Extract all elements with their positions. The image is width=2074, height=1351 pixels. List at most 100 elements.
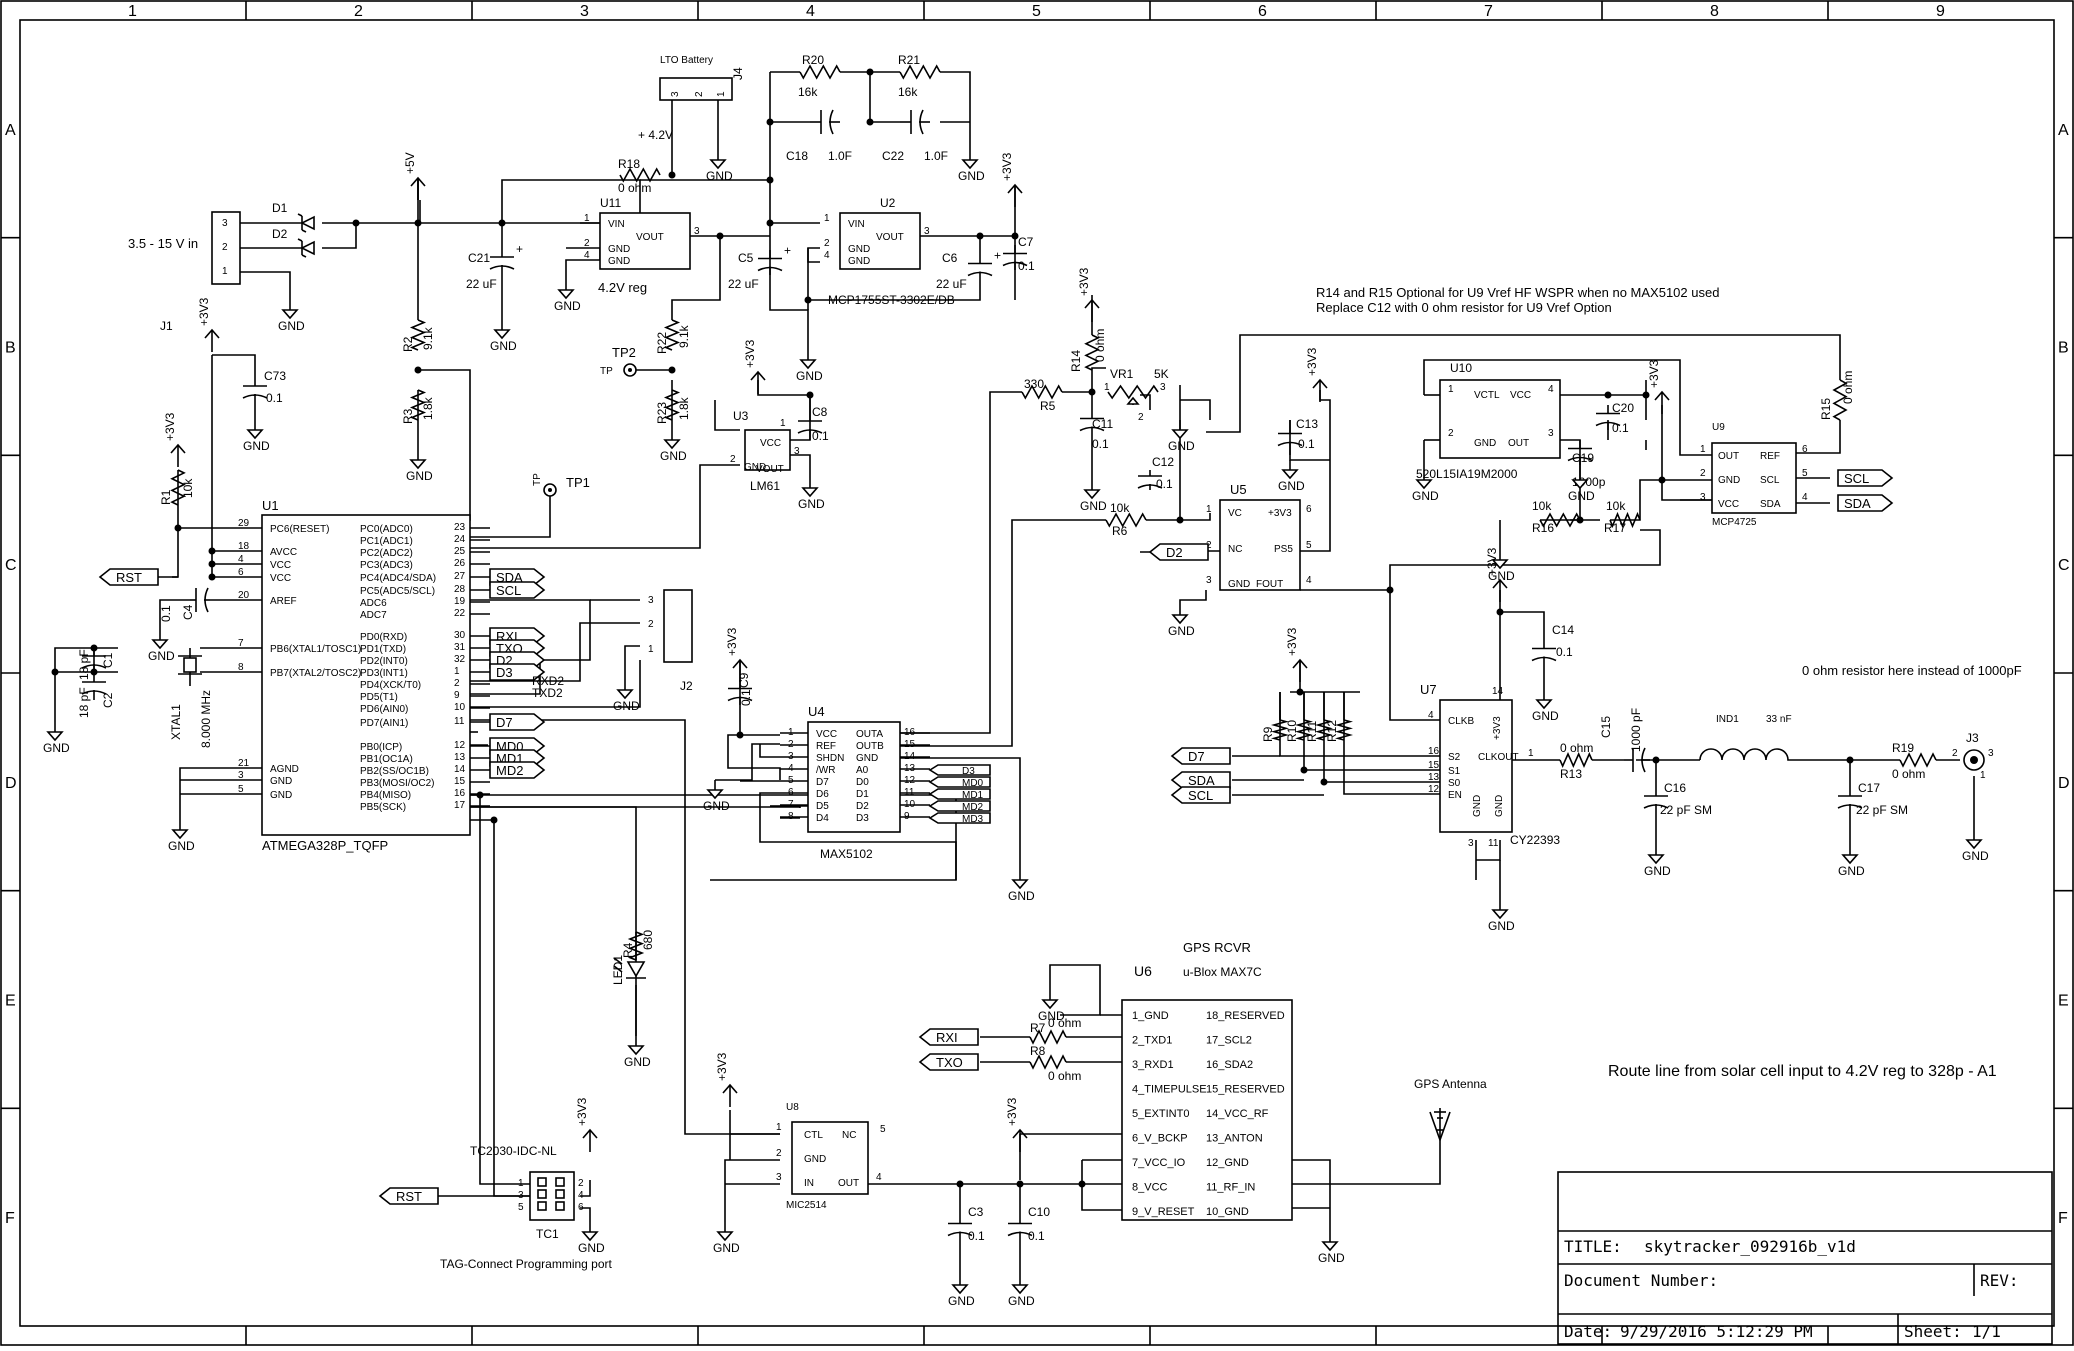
j1-ref: J1 [160, 319, 173, 333]
ground-symbol [663, 430, 681, 450]
capacitor-symbol [190, 587, 210, 613]
u7-pin-name: S0 [1448, 778, 1461, 789]
tp2-label: TP2 [612, 345, 636, 360]
u9-pin-num: 2 [1700, 468, 1706, 479]
resistor-symbol [1105, 512, 1147, 528]
u7-pin-name: +3V3 [1492, 716, 1503, 740]
u6-pin-left: 9_V_RESET [1132, 1206, 1195, 1218]
power-label: +5V [403, 152, 417, 174]
u4-pin-name: OUTB [856, 741, 884, 752]
plus-mark: + [784, 244, 791, 258]
resistor-ref-r4: R4 [621, 942, 635, 958]
u9-pin-name: REF [1760, 451, 1780, 462]
capacitor-value-c21: 22 uF [466, 277, 497, 291]
port-scl-u9: SCL [1844, 471, 1869, 486]
net-rxd2: RXD2 [532, 674, 564, 688]
j3-pin-num: 1 [1980, 770, 1986, 781]
components-layer: U1ATMEGA328P_TQFPPC6(RESET)29AVCC18VCC4V… [43, 53, 1994, 1308]
capacitor-value-c18: 1.0F [828, 149, 852, 163]
u5-pin-name: PS5 [1274, 544, 1293, 555]
diode-d1 [297, 213, 315, 233]
resistor-symbol [1539, 512, 1581, 528]
u3-pin-name: GND [744, 462, 766, 473]
u9-pin-num: 6 [1802, 444, 1808, 455]
resistor-symbol [663, 319, 681, 351]
u6-pin-left: 2_TXD1 [1132, 1035, 1172, 1047]
ground-symbol [801, 478, 819, 498]
u9-pin-name: SDA [1760, 499, 1781, 510]
resistor-symbol [1021, 384, 1063, 400]
resistor-ref-r16: R16 [1532, 521, 1554, 535]
junction-dot [866, 68, 874, 76]
capacitor-symbol [1624, 747, 1650, 773]
power-symbol [1654, 390, 1670, 414]
port-sda-u7: SDA [1188, 773, 1215, 788]
port-d7-u7-shape [1170, 747, 1231, 765]
resistor-symbol [1899, 752, 1937, 768]
ground-symbol [581, 1222, 599, 1242]
capacitor-value-c4: 0.1 [159, 605, 173, 622]
resistor-symbol [627, 931, 645, 961]
u1-ref: U1 [262, 498, 279, 513]
port-d3-u1-shape [489, 663, 546, 681]
tp1-small: TP [532, 473, 543, 486]
junction-dot [208, 560, 216, 568]
port-md2-u1: MD2 [496, 763, 523, 778]
u9-body [1711, 442, 1797, 514]
u7-pin-num: 3 [1468, 838, 1474, 849]
tp1-dot [548, 488, 552, 492]
u9-pin-num: 5 [1802, 468, 1808, 479]
vr1-pin: 2 [1138, 412, 1144, 423]
u1-pin-name: PB7(XTAL2/TOSC2) [270, 668, 361, 679]
ground-label: GND [1008, 1294, 1035, 1308]
row-label-left: E [5, 993, 16, 1010]
u4-pin-name: D2 [856, 801, 869, 812]
resistor-symbol [1029, 1029, 1067, 1045]
power-symbol [1012, 1128, 1028, 1152]
capacitor-symbol [1595, 405, 1621, 430]
u1-pin-num: 16 [454, 788, 466, 799]
resistor-symbol [1084, 334, 1100, 371]
u1-pin-num: 28 [454, 584, 466, 595]
port-d7-u1: D7 [496, 715, 513, 730]
xtal1-ref: XTAL1 [169, 704, 183, 740]
ground-label: GND [1080, 499, 1107, 513]
power-label: +3V3 [715, 1052, 729, 1081]
u1-pin-num: 11 [454, 716, 465, 727]
capacitor-ref-c14: C14 [1552, 623, 1574, 637]
ground-label: GND [660, 449, 687, 463]
u10-pin-name: OUT [1508, 438, 1529, 449]
resistor-symbol [1271, 719, 1289, 741]
junction-dot [208, 573, 216, 581]
resistor-value-r18: 0 ohm [618, 181, 651, 195]
u1-pin-num: 14 [454, 764, 466, 775]
ground-label: GND [796, 369, 823, 383]
row-label-right: F [2058, 1210, 2068, 1227]
capacitor-value-c22: 1.0F [924, 149, 948, 163]
capacitor-ref-c7: C7 [1018, 235, 1034, 249]
row-label-left: D [5, 775, 17, 792]
junction-dot [806, 391, 814, 399]
ground-label: GND [1838, 864, 1865, 878]
ground-symbol [716, 1222, 734, 1242]
resistor-value-r23: 1.8k [677, 396, 691, 420]
resistor-symbol [799, 64, 841, 80]
j1-body [211, 211, 241, 285]
resistor-symbol [1832, 379, 1848, 421]
junction-dot [1078, 1180, 1086, 1188]
resistor-value-r2: 9.1k [421, 326, 435, 350]
capacitor-symbol [1531, 640, 1557, 665]
power-label: +3V3 [1285, 627, 1299, 656]
col-label-top: 3 [580, 3, 589, 20]
u10-pin-num: 1 [1448, 384, 1454, 395]
junction-dot [490, 816, 498, 824]
port-rst-tc: RST [396, 1189, 422, 1204]
u1-pin-name: PC4(ADC4/SDA) [360, 573, 436, 584]
ground-symbol [616, 680, 634, 700]
vr1-value: 5K [1154, 367, 1169, 381]
ground-label: GND [613, 699, 640, 713]
resistor-value-r16: 10k [1532, 499, 1552, 513]
tc1-pin-num: 3 [518, 1190, 524, 1201]
u4-ref: U4 [808, 704, 825, 719]
u11-pin-name: VOUT [636, 232, 664, 243]
